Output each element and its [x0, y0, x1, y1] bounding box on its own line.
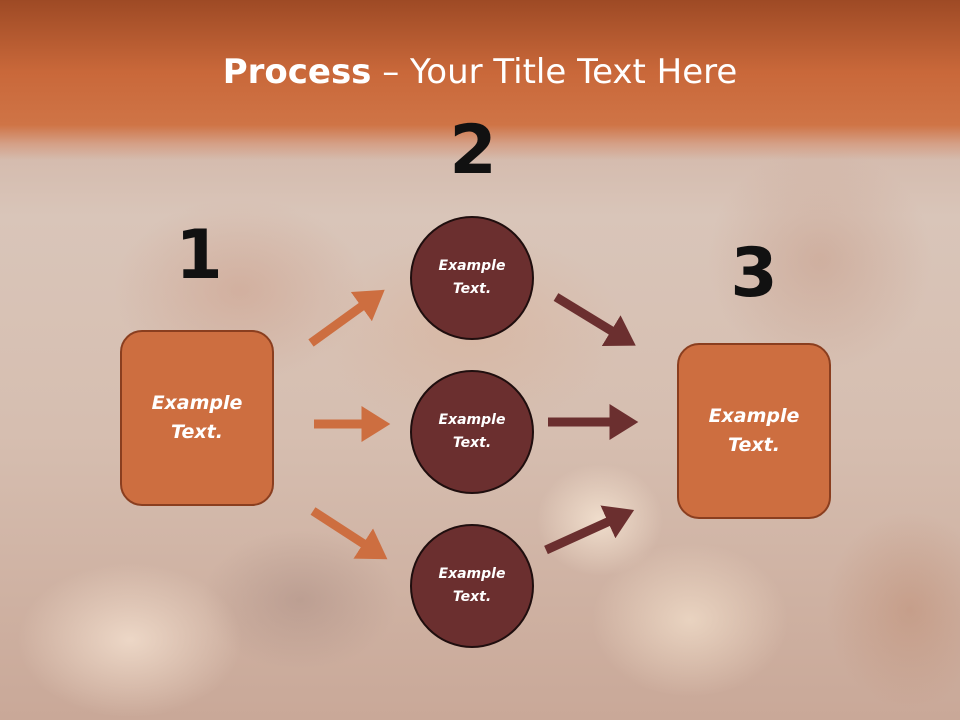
arrow-circle-bottom-to-box3 — [544, 505, 635, 555]
step-number-3: 3 — [730, 234, 778, 313]
step-3-label: Example Text. — [708, 405, 800, 456]
circle-top[interactable]: Example Text. — [410, 216, 534, 340]
title-bold: Process — [222, 52, 372, 92]
arrow-box1-to-circle-bottom — [310, 507, 388, 560]
title-rest: – Your Title Text Here — [371, 52, 738, 92]
slide-title: Process – Your Title Text Here — [0, 52, 960, 92]
circle-middle[interactable]: Example Text. — [410, 370, 534, 494]
step-number-1: 1 — [175, 216, 223, 295]
step-1-box[interactable]: Example Text. — [120, 330, 274, 506]
arrow-box1-to-circle-top — [308, 289, 385, 347]
circle-bottom-label: Example Text. — [438, 566, 506, 605]
arrow-circle-top-to-box3 — [553, 293, 636, 347]
step-3-box[interactable]: Example Text. — [677, 343, 831, 519]
circle-bottom[interactable]: Example Text. — [410, 524, 534, 648]
step-number-2: 2 — [449, 111, 497, 190]
title-bar — [0, 0, 960, 160]
step-1-label: Example Text. — [151, 392, 243, 443]
circle-middle-label: Example Text. — [438, 412, 506, 451]
circle-top-label: Example Text. — [438, 258, 506, 297]
